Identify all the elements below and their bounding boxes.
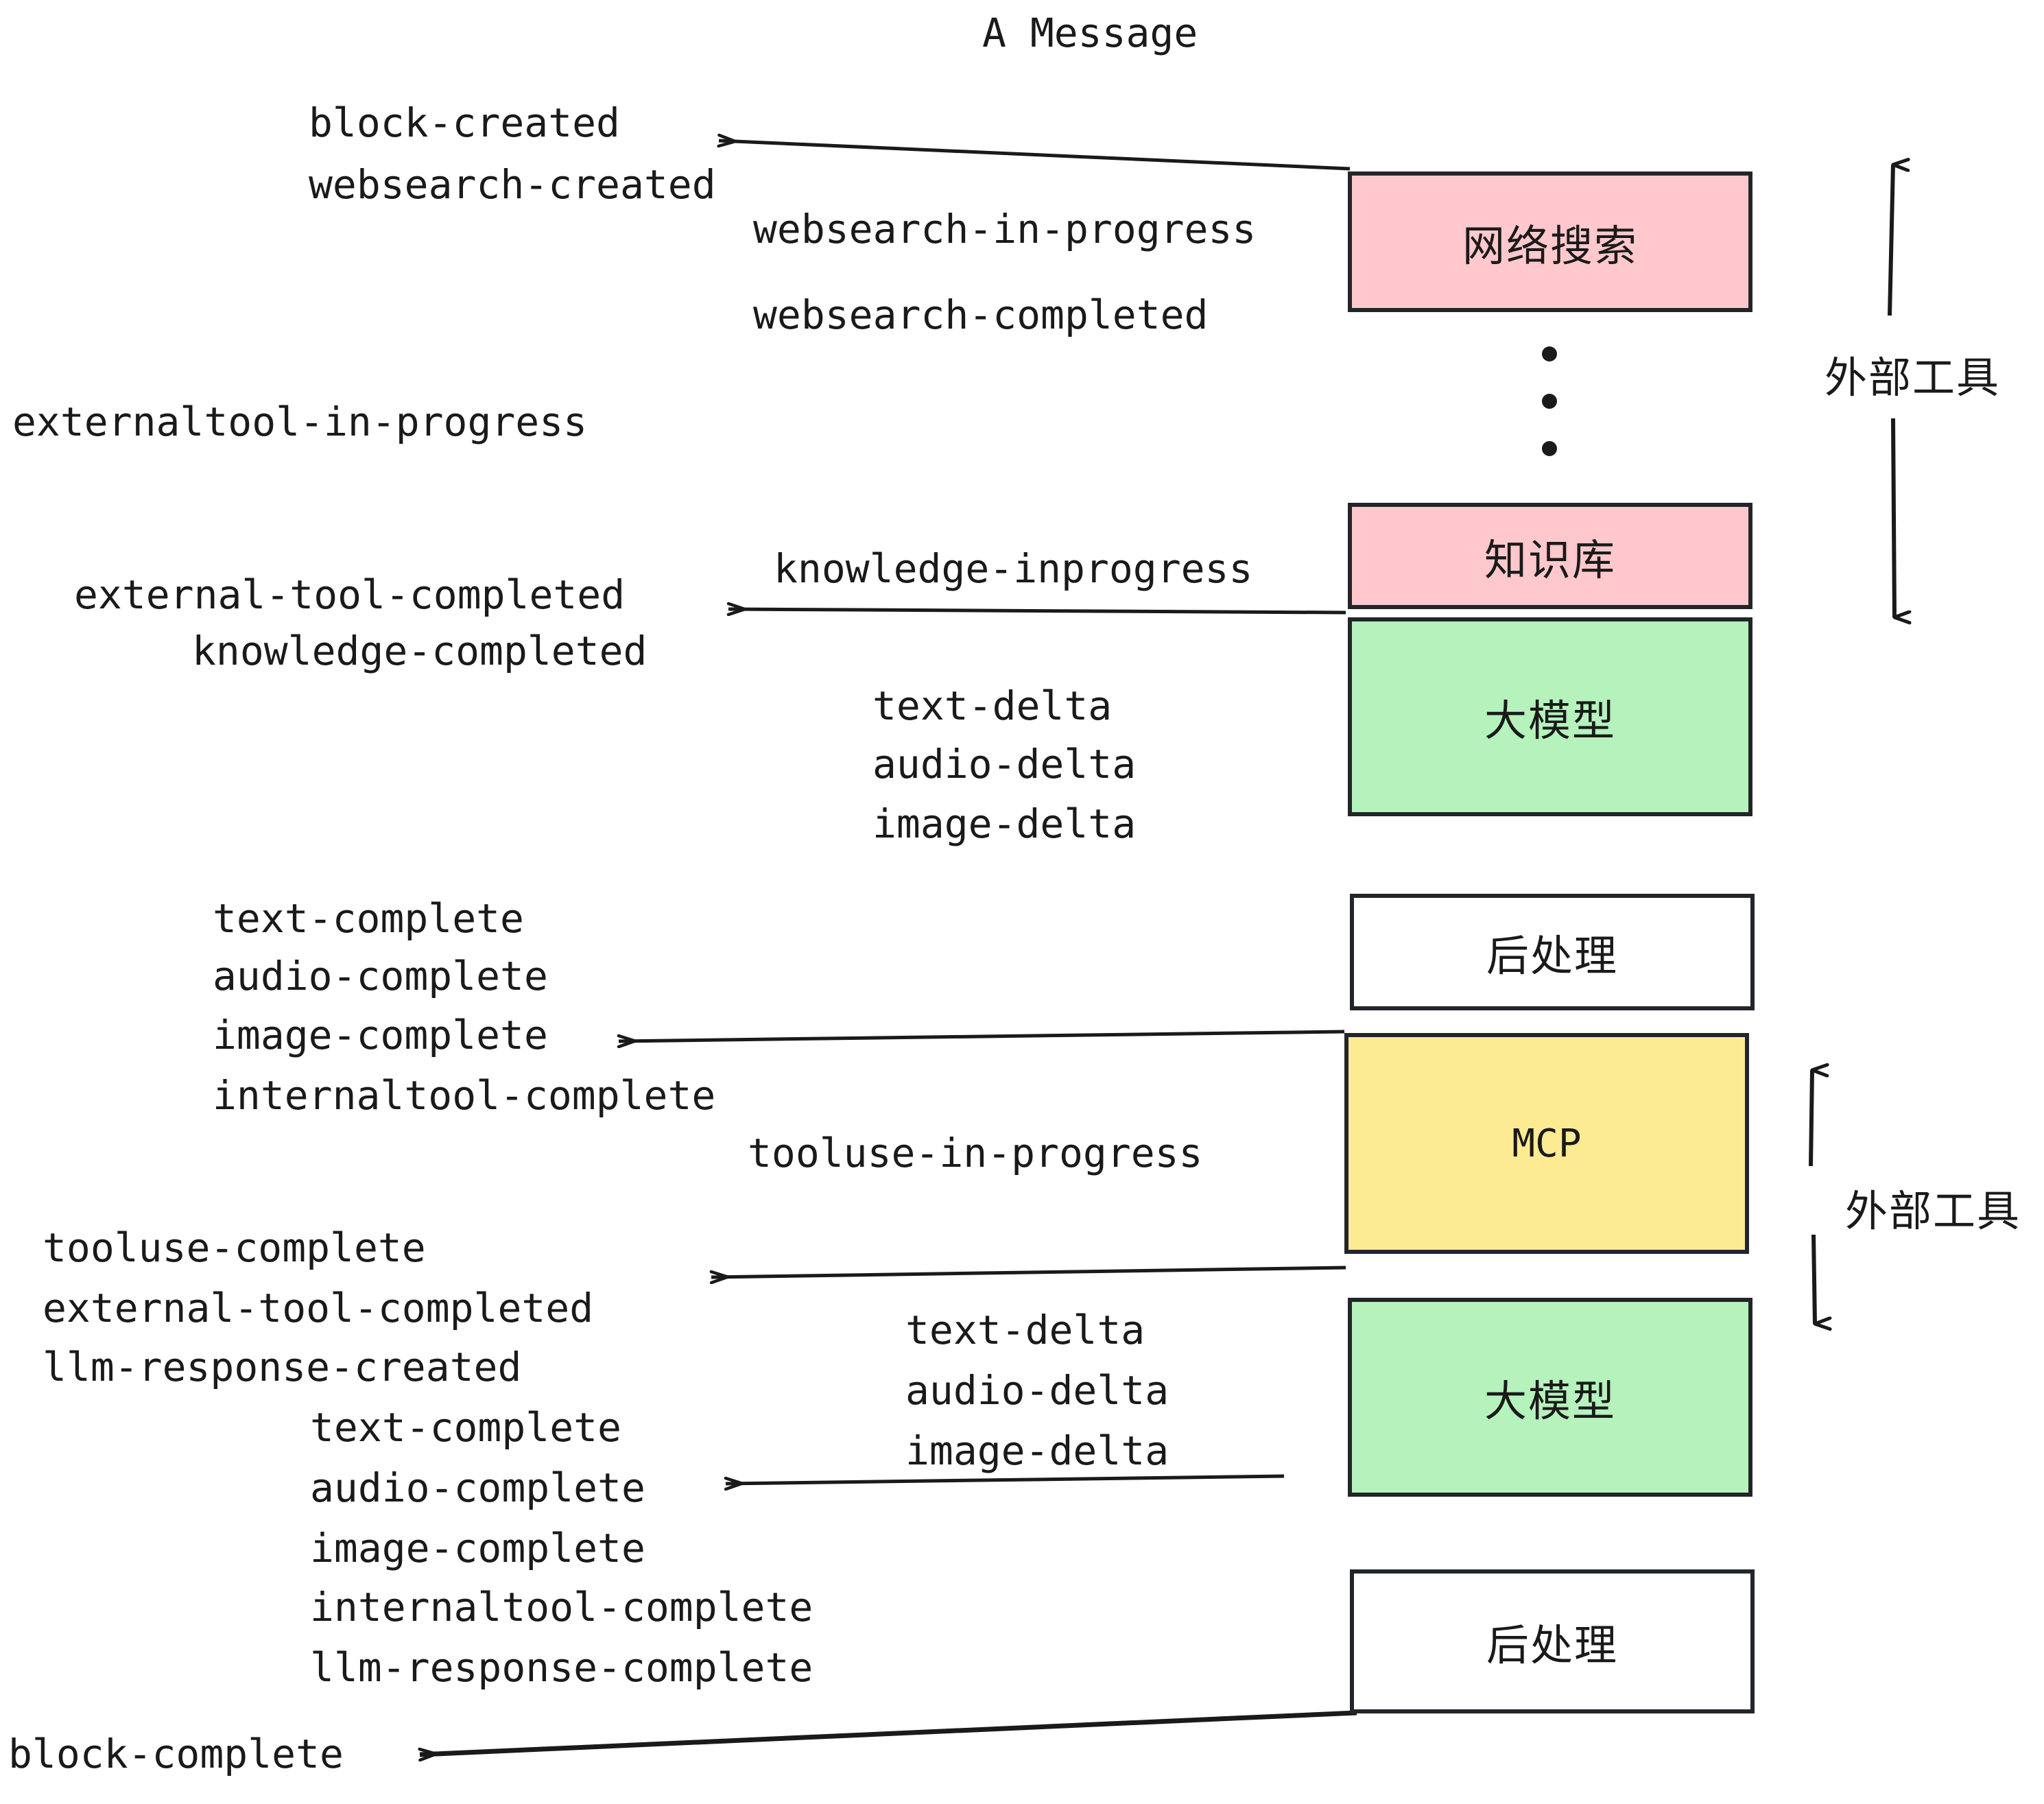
event-internaltool-complete-2: internaltool-complete <box>310 1584 813 1630</box>
event-audio-delta-2: audio-delta <box>905 1367 1169 1414</box>
box-mcp-label: MCP <box>1512 1121 1582 1166</box>
box-postprocess-2[interactable]: 后处理 <box>1350 1569 1755 1713</box>
box-knowledge-label: 知识库 <box>1484 534 1616 585</box>
event-text-complete-1: text-complete <box>213 895 524 942</box>
arrow-block-complete <box>420 1710 1357 1755</box>
event-external-tool-completed-1: external-tool-completed <box>74 571 626 618</box>
event-websearch-completed: websearch-completed <box>753 292 1209 338</box>
arrow-knowledge-completed <box>728 609 1346 613</box>
arrow-websearch-created <box>719 141 1351 171</box>
external-tools-bracket-bottom <box>1809 1070 1815 1324</box>
ellipsis-dot <box>1542 346 1557 361</box>
event-block-complete: block-complete <box>8 1731 344 1777</box>
arrow-tooluse-complete <box>711 1266 1346 1277</box>
box-websearch-label: 网络搜索 <box>1462 220 1638 271</box>
event-audio-complete-2: audio-complete <box>310 1464 645 1511</box>
event-text-delta-2: text-delta <box>905 1307 1145 1353</box>
box-websearch[interactable]: 网络搜索 <box>1348 171 1752 312</box>
box-postprocess-1-label: 后处理 <box>1486 931 1618 981</box>
event-knowledge-inprogress: knowledge-inprogress <box>774 545 1253 592</box>
event-knowledge-completed: knowledge-completed <box>192 628 647 674</box>
event-external-tool-completed-2: external-tool-completed <box>43 1285 594 1331</box>
page-title: A Message <box>982 10 1198 56</box>
event-audio-delta-1: audio-delta <box>872 741 1137 787</box>
event-llm-response-complete: llm-response-complete <box>310 1644 813 1691</box>
ellipsis-dot <box>1542 441 1557 456</box>
arrow-audio-complete <box>726 1474 1285 1484</box>
ellipsis-dots <box>1541 346 1558 456</box>
arrow-image-complete <box>619 1030 1345 1041</box>
event-websearch-in-progress: websearch-in-progress <box>753 206 1257 252</box>
event-internaltool-complete-1: internaltool-complete <box>213 1072 716 1119</box>
label-external-tools-bottom: 外部工具 <box>1845 1186 2021 1236</box>
box-postprocess-2-label: 后处理 <box>1486 1620 1618 1670</box>
event-tooluse-in-progress: tooluse-in-progress <box>748 1130 1203 1176</box>
ellipsis-dot <box>1542 394 1557 409</box>
event-image-complete-1: image-complete <box>213 1012 548 1058</box>
event-tooluse-complete: tooluse-complete <box>43 1224 426 1271</box>
event-image-delta-2: image-delta <box>905 1427 1169 1474</box>
box-llm-1[interactable]: 大模型 <box>1348 617 1752 816</box>
event-text-complete-2: text-complete <box>310 1404 621 1451</box>
event-llm-response-created: llm-response-created <box>43 1344 522 1390</box>
event-text-delta-1: text-delta <box>872 683 1113 729</box>
event-image-delta-1: image-delta <box>872 800 1137 847</box>
box-llm-1-label: 大模型 <box>1484 696 1616 746</box>
box-mcp[interactable]: MCP <box>1344 1033 1749 1254</box>
label-external-tools-top: 外部工具 <box>1825 353 2001 403</box>
event-block-created: block-created <box>309 99 620 146</box>
box-knowledge[interactable]: 知识库 <box>1348 503 1752 609</box>
event-websearch-created: websearch-created <box>309 161 716 208</box>
box-llm-2[interactable]: 大模型 <box>1348 1298 1752 1497</box>
event-externaltool-in-progress: externaltool-in-progress <box>12 399 588 445</box>
box-llm-2-label: 大模型 <box>1484 1376 1616 1426</box>
event-audio-complete-1: audio-complete <box>213 953 548 999</box>
event-image-complete-2: image-complete <box>310 1525 645 1571</box>
box-postprocess-1[interactable]: 后处理 <box>1350 894 1755 1010</box>
